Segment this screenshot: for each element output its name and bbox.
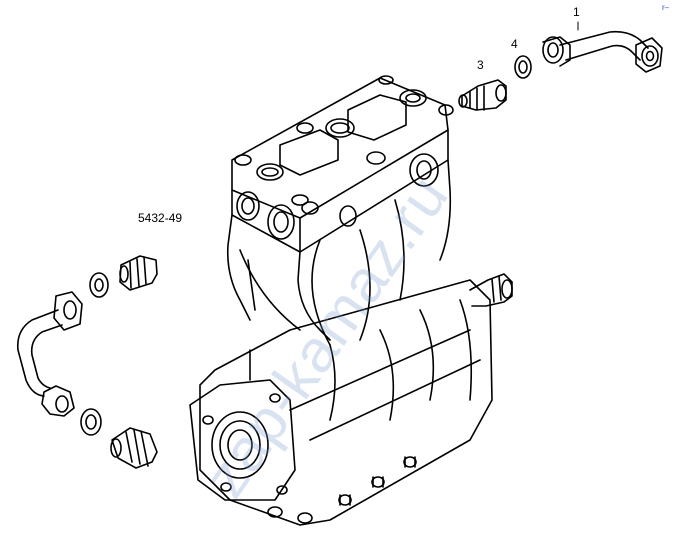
callout-5432-49: 5432-49: [138, 211, 183, 225]
corner-mark: r–: [662, 3, 670, 12]
callout-4: 4: [511, 37, 518, 51]
fitting-part-3: [458, 79, 507, 111]
callout-1: 1: [573, 5, 580, 19]
compressor-body: [189, 75, 513, 526]
fitting-left-upper: [89, 255, 158, 298]
washer-part-4: [514, 55, 532, 79]
fitting-left-lower: [80, 408, 158, 469]
pipe-part-1: [542, 30, 663, 73]
callout-3: 3: [477, 58, 484, 72]
pipe-left: [16, 291, 83, 417]
